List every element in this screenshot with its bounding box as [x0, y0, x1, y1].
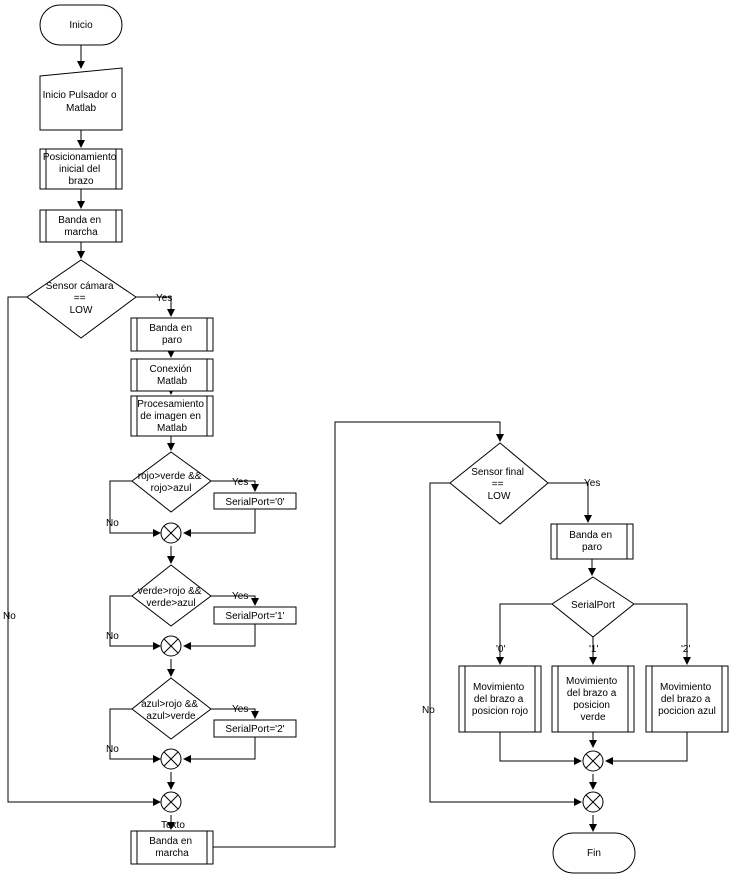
start-terminator: Inicio	[39, 4, 123, 46]
process-belt-stop: Banda en paro	[130, 317, 214, 352]
input-manual: Inicio Pulsador o Matlab	[39, 67, 123, 131]
no-label-green: No	[106, 631, 119, 642]
process-connection: Conexión Matlab	[130, 358, 214, 392]
decision-red-label: rojo>verde && rojo>azul	[138, 471, 204, 494]
merge-junction-final-left	[160, 791, 182, 813]
decision-blue-label: azul>rojo && azul>verde	[141, 699, 201, 722]
case-0-label: '0'	[496, 644, 505, 655]
decision-sensor-camera: Sensor cámara == LOW	[26, 259, 137, 339]
serialport-2-label: SerialPort='2'	[225, 724, 284, 735]
positioning-label: Posicionamiento inicial del brazo	[43, 152, 119, 187]
belt-stop-label: Banda en paro	[149, 323, 195, 346]
process-move-red: Movimiento del brazo a posicion rojo	[458, 665, 542, 733]
end-terminator: Fin	[552, 832, 636, 874]
belt-on-label: Banda en marcha	[58, 215, 104, 238]
serialport-0-label: SerialPort='0'	[225, 497, 284, 508]
process-belt-on-2: Banda en marcha	[130, 830, 214, 865]
yes-label-camera: Yes	[156, 293, 172, 304]
move-green-label: Movimiento del brazo a posicion verde	[566, 676, 620, 723]
belt-on-2-label: Banda en marcha	[149, 836, 195, 859]
decision-blue: azul>rojo && azul>verde	[131, 677, 212, 740]
process-belt-on: Banda en marcha	[39, 209, 123, 243]
serialport-0-box: SerialPort='0'	[213, 492, 297, 510]
sensor-camera-label: Sensor cámara == LOW	[46, 281, 117, 316]
serialport-1-label: SerialPort='1'	[225, 611, 284, 622]
yes-label-green: Yes	[232, 591, 248, 602]
serialport-2-box: SerialPort='2'	[213, 719, 297, 738]
decision-green: verde>rojo && verde>azul	[131, 564, 212, 627]
case-2-label: '2'	[681, 644, 690, 655]
texto-label: Texto	[161, 820, 185, 831]
process-belt-stop-2: Banda en paro	[550, 523, 634, 560]
case-1-label: '1'	[589, 644, 598, 655]
serialport-1-box: SerialPort='1'	[213, 606, 297, 625]
image-processing-label: Procesamiento de imagen en Matlab	[137, 399, 206, 434]
belt-stop-2-label: Banda en paro	[569, 530, 615, 553]
no-label-final: No	[422, 705, 435, 716]
decision-sensor-final: Sensor final == LOW	[449, 442, 549, 525]
process-move-blue: Movimiento del brazo a pocicion azul	[645, 665, 729, 733]
merge-junction-moves	[582, 750, 604, 772]
serialport-decision-label: SerialPort	[571, 600, 615, 611]
process-positioning: Posicionamiento inicial del brazo	[39, 148, 123, 190]
merge-junction-green	[160, 635, 182, 657]
yes-label-final: Yes	[584, 478, 600, 489]
connection-label: Conexión Matlab	[149, 364, 194, 387]
decision-serialport: SerialPort	[551, 576, 635, 638]
process-image-processing: Procesamiento de imagen en Matlab	[130, 395, 214, 437]
move-red-label: Movimiento del brazo a posicion rojo	[472, 682, 529, 717]
decision-red: rojo>verde && rojo>azul	[131, 451, 212, 513]
no-label-blue: No	[106, 744, 119, 755]
merge-junction-red	[160, 522, 182, 544]
yes-label-blue: Yes	[232, 704, 248, 715]
process-move-green: Movimiento del brazo a posicion verde	[551, 665, 635, 733]
sensor-final-label: Sensor final == LOW	[471, 467, 527, 502]
move-blue-label: Movimiento del brazo a pocicion azul	[658, 682, 716, 717]
input-label: Inicio Pulsador o Matlab	[43, 90, 120, 114]
no-label-red: No	[106, 518, 119, 529]
decision-green-label: verde>rojo && verde>azul	[138, 586, 204, 609]
merge-junction-blue	[160, 748, 182, 770]
yes-label-red: Yes	[232, 477, 248, 488]
end-label: Fin	[587, 848, 601, 859]
connectors	[7, 45, 691, 848]
start-label: Inicio	[69, 20, 93, 31]
merge-junction-final-right	[582, 791, 604, 813]
no-label-camera: No	[3, 611, 16, 622]
